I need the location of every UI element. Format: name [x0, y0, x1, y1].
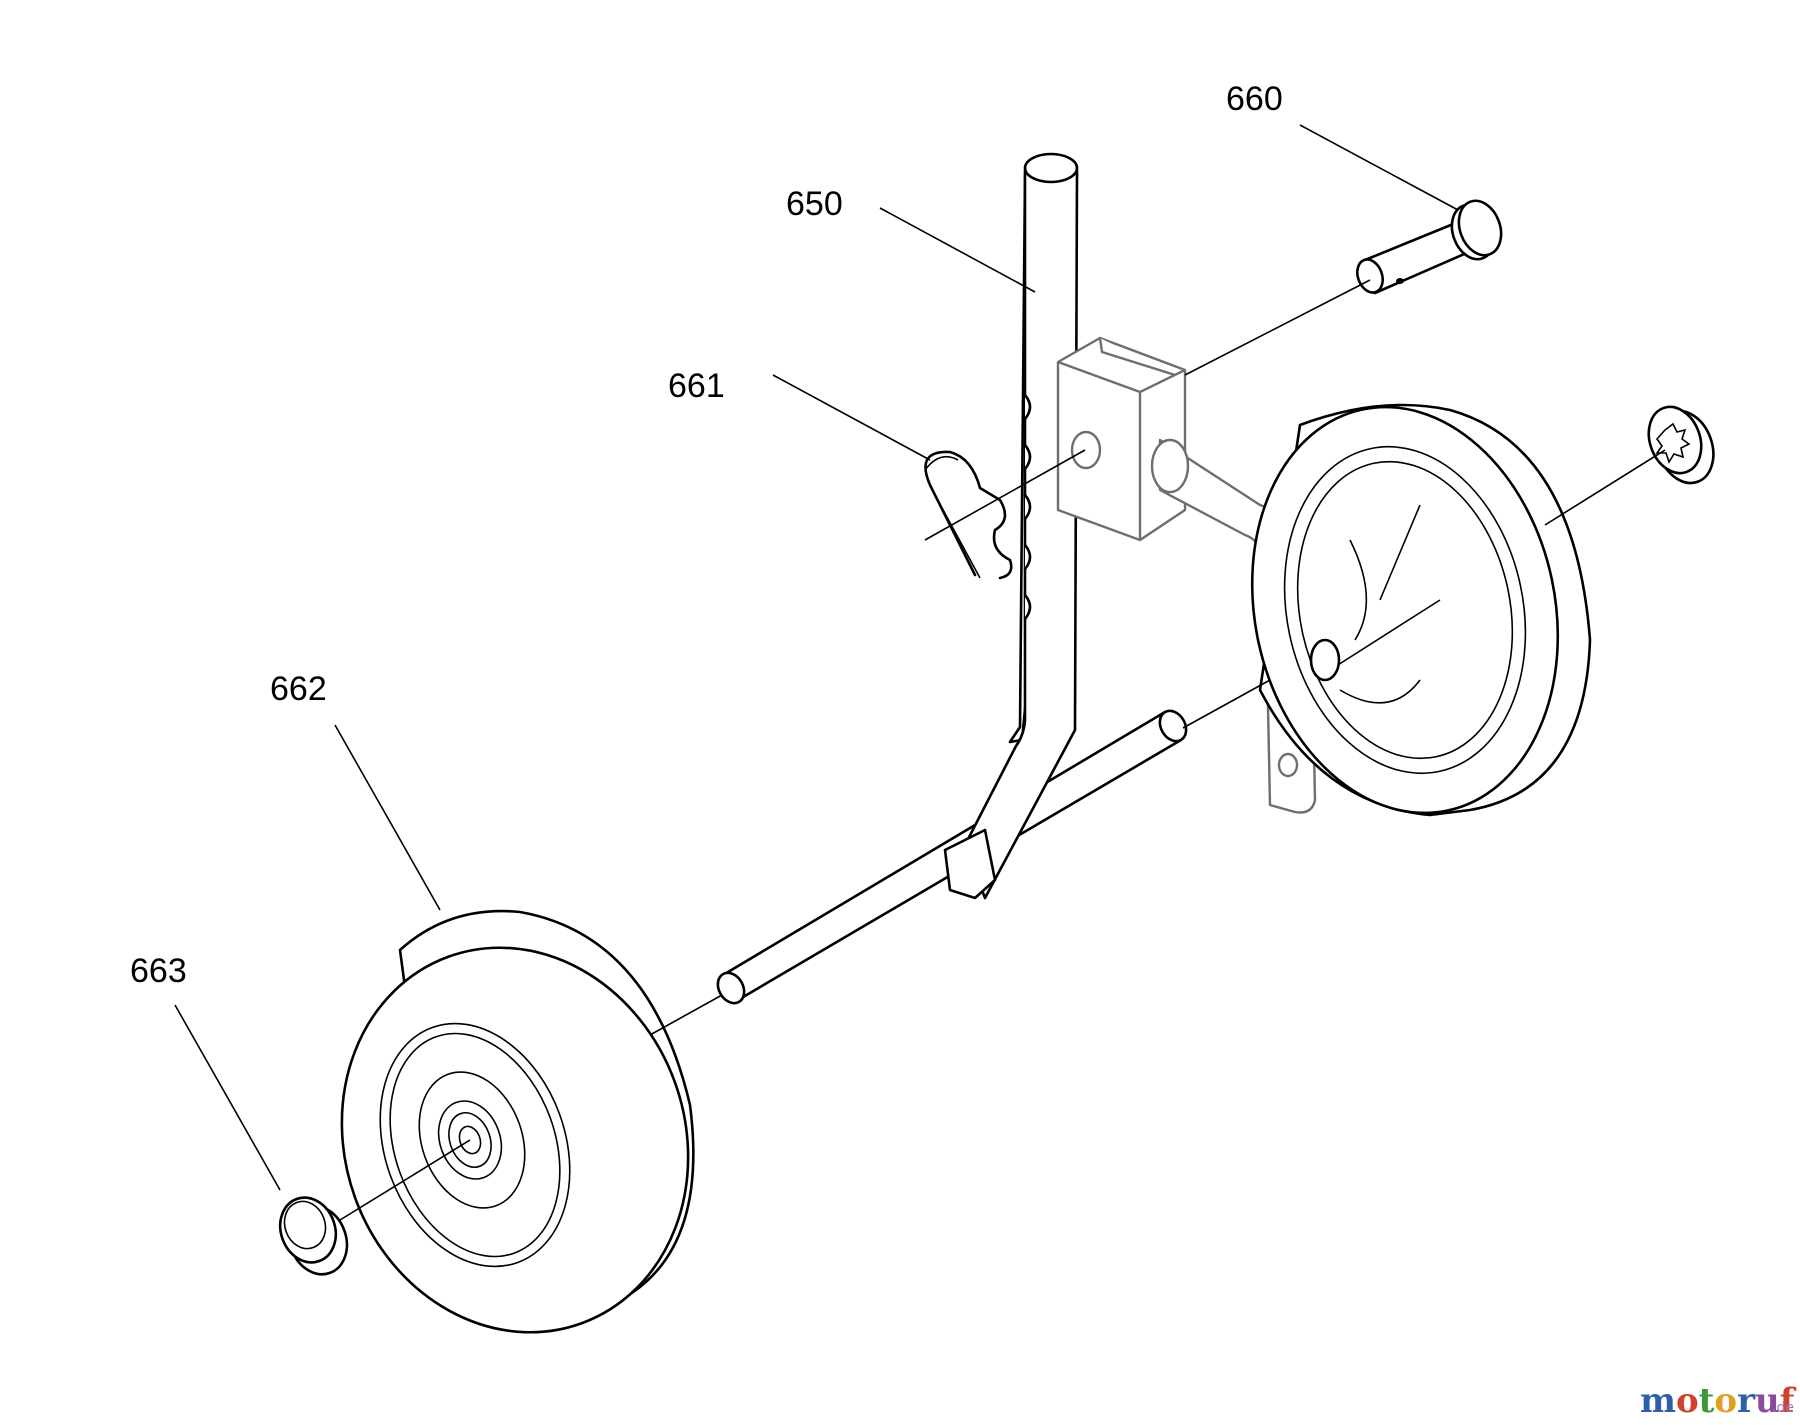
watermark-letter: r: [1737, 1381, 1756, 1421]
watermark-letter: t: [1699, 1381, 1715, 1421]
hub-cap-right: [1647, 405, 1715, 485]
svg-text:motoruf: motoruf: [1640, 1381, 1797, 1421]
callout-650: 650: [786, 185, 843, 223]
mount-bracket: [1056, 336, 1187, 542]
watermark-letter: m: [1640, 1381, 1676, 1421]
watermark-letter: o: [1714, 1381, 1737, 1421]
hub-cap-663: [278, 1196, 349, 1276]
watermark-letter: o: [1676, 1381, 1699, 1421]
watermark-letter: f: [1780, 1381, 1797, 1421]
callout-663: 663: [130, 952, 187, 990]
stand-tube-650: [943, 152, 1079, 900]
left-wheel-662: [340, 909, 695, 1334]
callout-662: 662: [270, 670, 327, 708]
assembly-lines: [339, 279, 1666, 1221]
callout-leaders: [174, 124, 1459, 1191]
callout-labels: 650 660 661 662 663: [130, 80, 1283, 990]
watermark-suffix: .de: [1772, 1400, 1794, 1416]
watermark-logo: motoruf .de: [1640, 1381, 1797, 1421]
watermark-letter: u: [1755, 1381, 1780, 1421]
axle-pin-660: [1356, 199, 1503, 295]
right-wheel: [1250, 403, 1592, 817]
callout-660: 660: [1226, 80, 1283, 118]
callout-661: 661: [668, 367, 725, 405]
